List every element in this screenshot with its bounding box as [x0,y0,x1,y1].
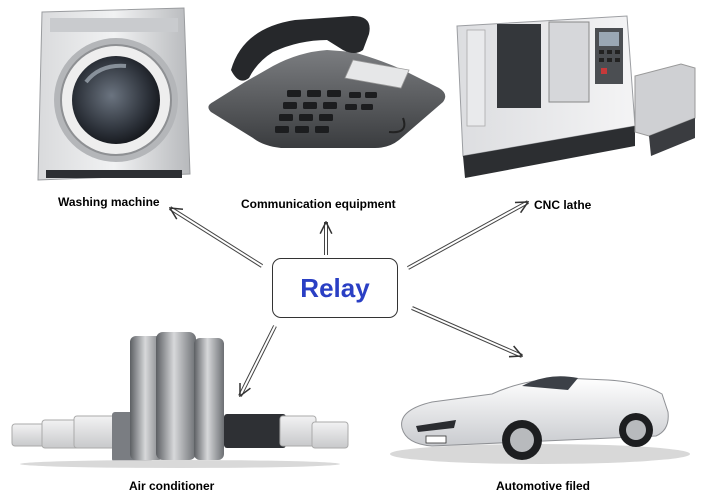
arrow-to-cnc-lathe [407,200,528,270]
label-air-conditioner: Air conditioner [129,479,215,493]
air-conditioner-icon [8,328,352,470]
label-cnc-lathe: CNC lathe [534,198,592,212]
label-washing-machine: Washing machine [58,195,160,209]
washing-machine-icon [28,4,198,184]
label-automotive: Automotive filed [496,479,591,493]
label-communication-equipment: Communication equipment [241,197,396,211]
relay-label: Relay [300,272,370,303]
car-icon [372,350,702,468]
relay-center-box: Relay [272,258,398,318]
arrow-to-automotive [411,306,522,358]
arrow-to-air-conditioner [238,325,277,396]
arrow-to-washing-machine [170,206,264,268]
telephone-icon [203,6,453,182]
cnc-lathe-icon [449,6,700,182]
